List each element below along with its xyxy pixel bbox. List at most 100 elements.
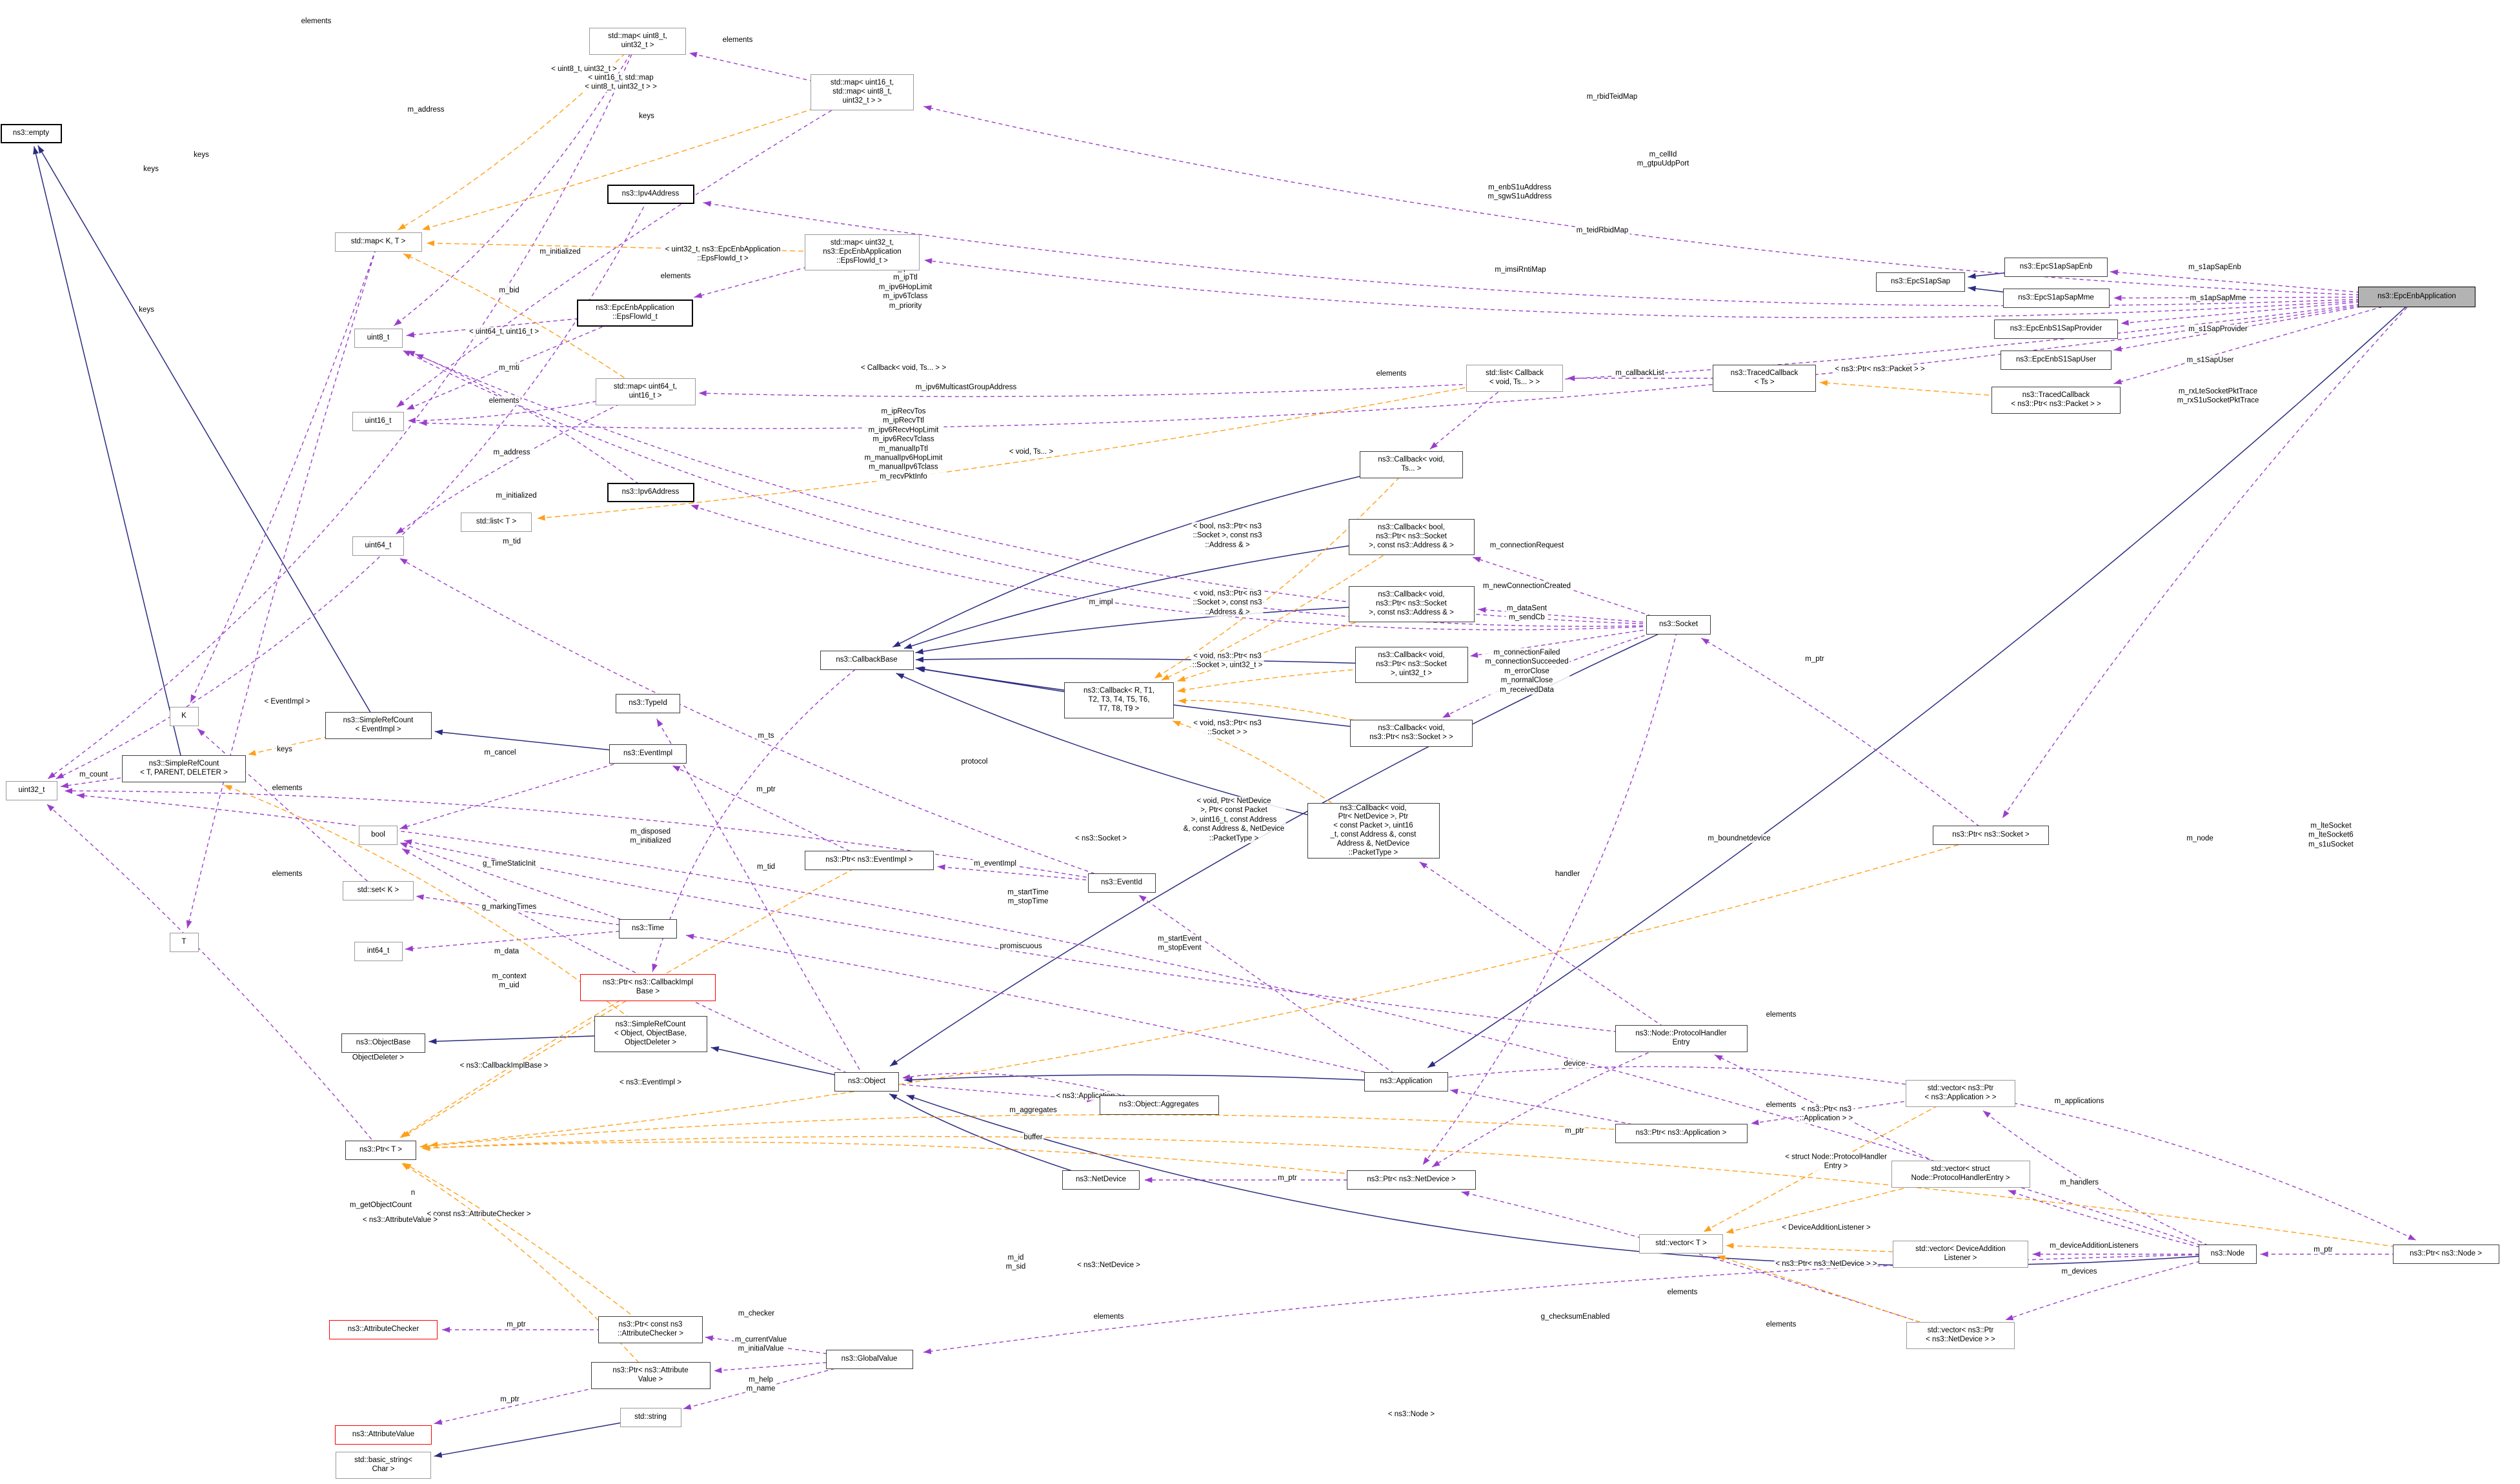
class-node-s1sapuser[interactable]: ns3::EpcEnbS1SapUser [2001,351,2112,370]
edge-label: m_connectionFailed m_connectionSucceeded… [1484,648,1570,695]
edge-label: m_id m_sid [1004,1253,1027,1272]
class-node-map-u32-eps[interactable]: std::map< uint32_t, ns3::EpcEnbApplicati… [805,234,920,270]
class-node-cb-r-t1[interactable]: ns3::Callback< R, T1, T2, T3, T4, T5, T6… [1064,682,1174,718]
edge-label: m_initialized [538,247,582,257]
class-node-globalvalue[interactable]: ns3::GlobalValue [825,1350,913,1369]
class-node-list-callback[interactable]: std::list< Callback < void, Ts... > > [1466,365,1563,392]
edge-label: m_s1SapUser [2185,355,2235,365]
class-node-time[interactable]: ns3::Time [619,919,677,939]
class-node-uint32[interactable]: uint32_t [6,781,57,800]
class-node-netdevice[interactable]: ns3::NetDevice [1062,1170,1140,1190]
edge-label: m_s1apSapMme [2188,293,2248,303]
edge-label: keys [276,744,294,755]
edge-label: m_handlers [2058,1177,2101,1188]
class-node-map-kt[interactable]: std::map< K, T > [334,232,422,252]
class-node-empty[interactable]: ns3::empty [0,124,62,143]
class-node-cb-void-ts[interactable]: ns3::Callback< void, Ts... > [1360,451,1463,478]
edge-label: m_ptr [499,1394,521,1405]
class-node-src-eventimpl[interactable]: ns3::SimpleRefCount < EventImpl > [325,712,432,739]
class-node-ipv4address[interactable]: ns3::Ipv4Address [607,185,694,204]
edge-label: m_teidRbidMap [1575,225,1630,236]
class-node-vec-phe[interactable]: std::vector< struct Node::ProtocolHandle… [1891,1161,2030,1188]
edge-label: m_applications [2053,1096,2106,1106]
edge-label: m_boundnetdevice [1706,833,1772,844]
class-node-tracedcb-ts[interactable]: ns3::TracedCallback < Ts > [1713,365,1816,392]
class-node-k[interactable]: K [169,707,199,726]
class-node-callbackbase[interactable]: ns3::CallbackBase [820,651,914,670]
class-node-main[interactable]: ns3::EpcEnbApplication [2358,287,2475,307]
edge-label: m_startEvent m_stopEvent [1156,934,1203,953]
class-node-cb-void-addr[interactable]: ns3::Callback< void, ns3::Ptr< ns3::Sock… [1348,586,1475,622]
class-node-object[interactable]: ns3::Object [834,1072,899,1092]
class-node-cb-void-sock[interactable]: ns3::Callback< void, ns3::Ptr< ns3::Sock… [1350,720,1473,747]
edge-label: < ns3::Ptr< ns3::NetDevice > > [1774,1259,1879,1269]
edge-label: keys [142,164,160,174]
edge-label: m_checker [736,1308,776,1319]
class-node-bool[interactable]: bool [359,826,398,845]
edge-label: < uint64_t, uint16_t > [467,327,541,337]
edge-label: < uint32_t, ns3::EpcEnbApplication ::Eps… [663,245,782,264]
class-node-attrchecker[interactable]: ns3::AttributeChecker [329,1320,438,1339]
class-node-s1apsap[interactable]: ns3::EpcS1apSap [1876,272,1965,292]
edge-label: elements [270,869,304,879]
class-node-ptr-socket[interactable]: ns3::Ptr< ns3::Socket > [1933,826,2049,845]
edge-label: elements [659,271,692,281]
class-node-epsflowid[interactable]: ns3::EpcEnbApplication ::EpsFlowId_t [577,300,693,327]
class-node-vec-app[interactable]: std::vector< ns3::Ptr < ns3::Application… [1906,1080,2015,1107]
class-node-ptr-t[interactable]: ns3::Ptr< T > [345,1141,416,1160]
class-node-eventimpl[interactable]: ns3::EventImpl [609,744,687,764]
class-node-map-u16-map[interactable]: std::map< uint16_t, std::map< uint8_t, u… [811,74,914,110]
class-node-uint64[interactable]: uint64_t [352,536,404,556]
class-node-uint16[interactable]: uint16_t [352,412,404,431]
class-node-uint8[interactable]: uint8_t [354,329,403,348]
class-node-typeid[interactable]: ns3::TypeId [616,694,680,713]
class-node-cb-bool[interactable]: ns3::Callback< bool, ns3::Ptr< ns3::Sock… [1348,519,1475,555]
class-node-ipv6address[interactable]: ns3::Ipv6Address [607,483,694,502]
class-node-string[interactable]: std::string [620,1408,681,1427]
edge-label: m_rnti [498,363,521,373]
class-node-application[interactable]: ns3::Application [1364,1072,1448,1092]
class-node-objectbase[interactable]: ns3::ObjectBase [341,1033,425,1053]
edge-label: elements [1666,1287,1699,1297]
class-node-set-k[interactable]: std::set< K > [343,881,414,900]
class-node-ptr-netdevice[interactable]: ns3::Ptr< ns3::NetDevice > [1347,1170,1476,1190]
class-node-tracedcb-pkt[interactable]: ns3::TracedCallback < ns3::Ptr< ns3::Pac… [1991,387,2121,414]
class-node-vec-netdev[interactable]: std::vector< ns3::Ptr < ns3::NetDevice >… [1906,1322,2015,1349]
class-node-ptr-eventimpl[interactable]: ns3::Ptr< ns3::EventImpl > [805,851,934,870]
class-node-src-object[interactable]: ns3::SimpleRefCount < Object, ObjectBase… [594,1016,707,1052]
class-node-aggregates[interactable]: ns3::Object::Aggregates [1099,1095,1219,1115]
edge-label: m_cellId m_gtpuUdpPort [1635,150,1691,169]
edge-label: m_s1apSapEnb [2187,262,2243,272]
class-node-vec-dal[interactable]: std::vector< DeviceAddition Listener > [1893,1241,2028,1268]
class-node-map-u8-u32[interactable]: std::map< uint8_t, uint32_t > [589,28,686,55]
class-node-phe[interactable]: ns3::Node::ProtocolHandler Entry [1615,1025,1748,1052]
class-node-cb-void-u32[interactable]: ns3::Callback< void, ns3::Ptr< ns3::Sock… [1355,647,1468,683]
class-node-ptr-cbimpl[interactable]: ns3::Ptr< ns3::CallbackImpl Base > [580,974,716,1001]
class-node-int64[interactable]: int64_t [354,942,403,961]
class-node-ptr-av[interactable]: ns3::Ptr< ns3::Attribute Value > [590,1362,711,1389]
edge-label: m_startTime m_stopTime [1006,888,1050,907]
class-node-list-t[interactable]: std::list< T > [461,513,532,532]
class-node-s1apsapmme[interactable]: ns3::EpcS1apSapMme [2002,289,2110,308]
class-node-src-t[interactable]: ns3::SimpleRefCount < T, PARENT, DELETER… [122,755,246,782]
class-node-eventid[interactable]: ns3::EventId [1087,873,1156,893]
class-node-s1sapprov[interactable]: ns3::EpcEnbS1SapProvider [1994,320,2118,339]
edge-label: m_ipv6MulticastGroupAddress [914,382,1018,392]
edge-label: buffer [1022,1132,1044,1143]
class-node-vector-t[interactable]: std::vector< T > [1639,1234,1723,1254]
edge-label: m_tid [755,862,777,872]
class-node-cb-netdev[interactable]: ns3::Callback< void, Ptr< NetDevice >, P… [1307,803,1440,859]
class-node-socket[interactable]: ns3::Socket [1646,615,1711,635]
class-node-map-u64-u16[interactable]: std::map< uint64_t, uint16_t > [595,378,696,405]
class-node-ptr-cac[interactable]: ns3::Ptr< const ns3 ::AttributeChecker > [598,1316,703,1343]
class-node-s1apsapenb[interactable]: ns3::EpcS1apSapEnb [2004,258,2108,277]
edge-label: < EventImpl > [263,696,312,707]
class-node-attrvalue[interactable]: ns3::AttributeValue [335,1425,432,1445]
class-node-ptr-node[interactable]: ns3::Ptr< ns3::Node > [2392,1245,2499,1264]
class-node-ptr-app[interactable]: ns3::Ptr< ns3::Application > [1615,1124,1748,1143]
class-node-basicstring[interactable]: std::basic_string< Char > [336,1452,431,1479]
edge-label: m_enbS1uAddress m_sgwS1uAddress [1486,183,1553,202]
class-node-t[interactable]: T [169,933,199,952]
class-node-node[interactable]: ns3::Node [2199,1245,2257,1264]
